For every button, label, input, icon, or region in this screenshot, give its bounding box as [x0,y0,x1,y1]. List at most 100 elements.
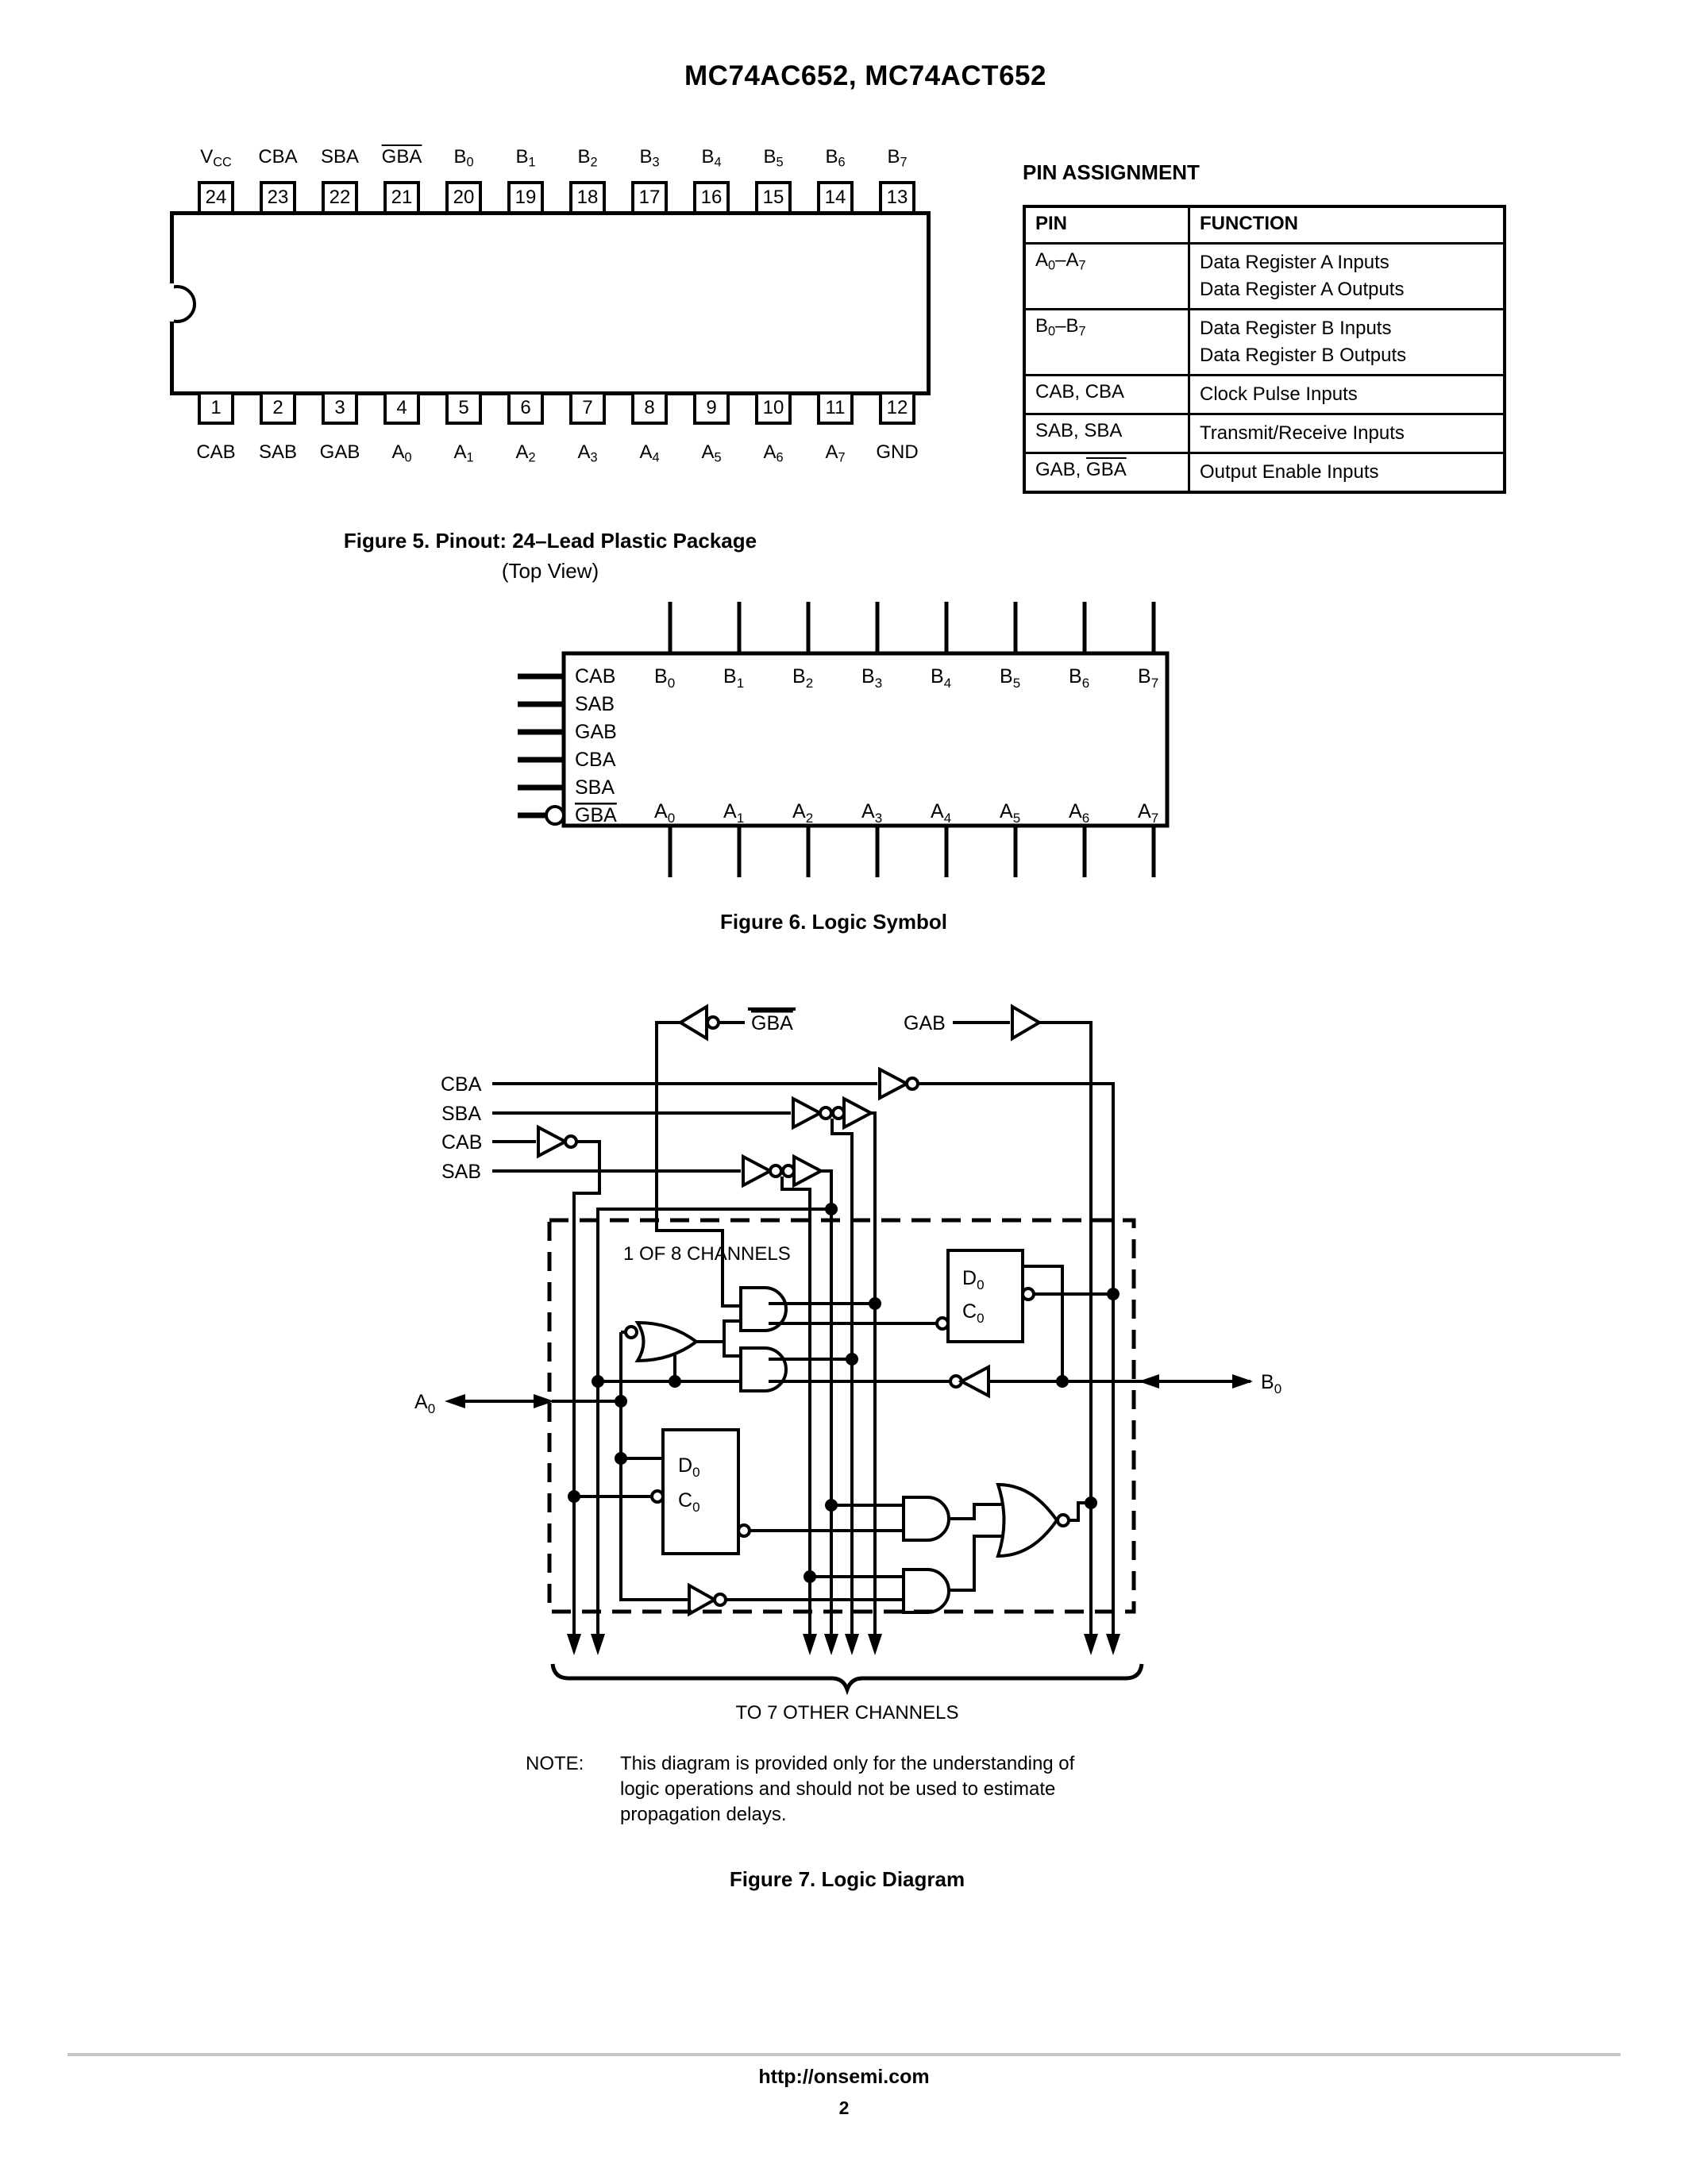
pin-assignment-title: PIN ASSIGNMENT [1023,160,1200,184]
pin-number-box: 23 [260,181,296,214]
figure7-logic-diagram: CBA SBA CAB SAB GBA GAB 1 OF 8 CHANNELS … [414,1003,1281,1724]
latch-bottom-c0-label: C0​ [678,1489,700,1515]
pin-label: B4 [701,146,722,170]
logic-symbol-pin-label: B4​ [931,665,951,691]
figure7-caption: Figure 7. Logic Diagram [729,1867,965,1891]
logic-symbol-pin-label: A3​ [861,800,882,826]
channel-box-label: 1 OF 8 CHANNELS [623,1243,791,1265]
logic-symbol-pin-label: B2​ [792,665,813,691]
pin-number-box: 12 [879,391,915,425]
function-cell: Transmit/Receive Inputs [1188,412,1506,454]
latch-top-c0-label: C0​ [962,1300,985,1326]
a0-node-wire [552,1332,689,1601]
pin-number-box: 20 [445,181,482,214]
package-body [170,211,931,395]
pin-label: B0 [453,146,474,170]
pin-label: A1 [453,441,474,465]
pin-label: B3 [639,146,660,170]
pin-number-box: 5 [445,391,482,425]
package-notch-cover [151,283,174,322]
pin-number-box: 24 [198,181,234,214]
pin-label: VCC [200,146,232,170]
bus-label: TO 7 OTHER CHANNELS [736,1702,959,1724]
logic-symbol-pin-label: A1​ [723,800,744,826]
pin-number-box: 15 [755,181,792,214]
gab-enable-buffer-icon [953,1003,1093,1635]
pin-number-box: 21 [383,181,420,214]
sba-buffer-pair-icon [492,1096,877,1635]
channel-dashed-box [547,1218,1136,1614]
latch-top-d0-label: D0​ [962,1267,985,1292]
figure6-caption: Figure 6. Logic Symbol [719,910,948,934]
logic-symbol-pin-label: A7​ [1138,800,1158,826]
cab-label: CAB [441,1131,482,1154]
logic-symbol-left-stubs [518,673,564,819]
note-label: NOTE: [526,1753,584,1774]
pin-label: SBA [320,146,360,168]
logic-symbol-left-label: CAB [575,665,615,688]
b-side-and-gate-lower-icon [810,1535,1001,1614]
pin-number-box: 14 [817,181,854,214]
pin-label: CBA [258,146,298,168]
sab-label: SAB [441,1161,481,1183]
pin-number-box: 19 [507,181,544,214]
pin-number-box: 4 [383,391,420,425]
b0-bidir-arrow [1139,1374,1253,1389]
footer-rule [67,2053,1621,2056]
logic-symbol-pin-label: B5​ [1000,665,1020,691]
logic-symbol-pin-label: A2​ [792,800,813,826]
pin-label: A4 [639,441,660,465]
pin-label: B6 [825,146,846,170]
note-line-2: logic operations and should not be used … [620,1778,1056,1800]
pin-label: GAB [319,441,360,463]
cba-label: CBA [441,1073,482,1096]
function-cell: Output Enable Inputs [1188,451,1506,493]
logic-symbol-top-pins: B0​B1​B2​B3​B4​B5​B6​B7​ [654,602,1158,691]
logic-symbol-pin-label: A4​ [931,800,951,826]
pin-cell: SAB, SBA [1023,412,1190,454]
figure5-caption: Figure 5. Pinout: 24–Lead Plastic Packag… [343,529,757,553]
pin-number-box: 1 [198,391,234,425]
gab-label: GAB [904,1012,946,1034]
a0-label: A0​ [414,1391,435,1416]
logic-symbol-pin-label: B1​ [723,665,744,691]
gba-bubble-icon [545,805,565,826]
pin-number-box: 18 [569,181,606,214]
pin-number-box: 10 [755,391,792,425]
note-line-3: propagation delays. [620,1804,787,1825]
cba-inverter-icon [492,1066,1115,1635]
latch-bottom-d0-label: D0​ [678,1454,700,1480]
page-title: MC74AC652, MC74ACT652 [684,60,1046,91]
junction-dots [568,1203,1120,1583]
gba-label: GBA [751,1012,793,1034]
pin-label: SAB [258,441,298,463]
col-header-pin: PIN [1023,205,1190,245]
b0-inverter-icon [949,1364,1251,1399]
pin-cell: CAB, CBA [1023,373,1190,415]
pin-number-box: 22 [322,181,358,214]
function-cell: Clock Pulse Inputs [1188,373,1506,415]
b-side-and-gate-upper-icon [831,1496,1001,1542]
col-header-function: FUNCTION [1188,205,1506,245]
a-side-and-gate-upper-icon [739,1286,937,1332]
logic-symbol-pin-label: B3​ [861,665,882,691]
pin-number-box: 3 [322,391,358,425]
b-register-latch [935,1249,1113,1381]
cab-inverter-icon [492,1124,601,1635]
logic-symbol-pin-label: A0​ [654,800,675,826]
pin-label: B7 [887,146,908,170]
pin-cell: GAB, GBA [1023,451,1190,493]
logic-symbol-pin-label: B0​ [654,665,675,691]
pin-label: B1 [515,146,536,170]
footer-url: http://onsemi.com [758,2066,930,2088]
bus-arrows [567,1634,1120,1655]
a-driver-or-gate-icon [621,1319,741,1381]
footer-page-number: 2 [838,2097,850,2118]
pin-cell: A0–A7 [1023,241,1190,310]
